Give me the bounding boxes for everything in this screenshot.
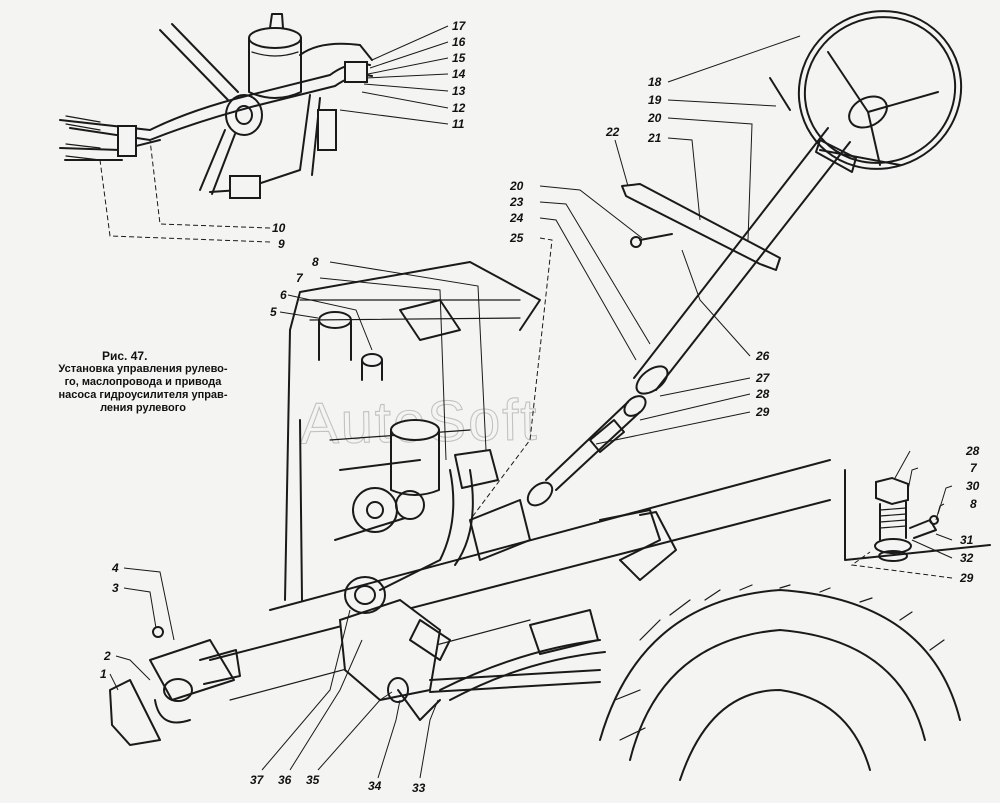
wheel-and-tire [599, 584, 961, 781]
callout-23: 23 [509, 195, 524, 209]
callout-37: 37 [250, 773, 265, 787]
callout-30: 30 [966, 479, 980, 493]
callout-19: 19 [648, 93, 662, 107]
bracket-detail [109, 626, 241, 746]
callout-35: 35 [306, 773, 320, 787]
frame-and-steering-gear [209, 459, 831, 721]
callout-20-mid: 20 [509, 179, 524, 193]
callout-29-main: 29 [755, 405, 770, 419]
leader-lines [99, 25, 953, 779]
callout-27: 27 [755, 371, 771, 385]
callout-28-detail: 28 [965, 444, 980, 458]
callout-20-top: 20 [647, 111, 662, 125]
figure-caption: Рис. 47. Установка управления рулево- го… [28, 350, 258, 415]
caption-line-1: Установка управления рулево- [58, 363, 228, 375]
callout-11: 11 [452, 117, 465, 131]
callout-6: 6 [280, 288, 287, 302]
steering-column [526, 77, 901, 507]
callout-32: 32 [960, 551, 974, 565]
callout-22: 22 [605, 125, 620, 139]
callout-1: 1 [100, 667, 107, 681]
engine [284, 261, 541, 601]
callout-12: 12 [452, 101, 466, 115]
callout-34: 34 [368, 779, 382, 793]
caption-line-4: ления рулевого [100, 402, 186, 414]
callout-25: 25 [509, 231, 524, 245]
caption-line-3: насоса гидроусилителя управ- [58, 389, 228, 401]
callout-8-main: 8 [312, 255, 319, 269]
callout-5: 5 [270, 305, 277, 319]
callout-36: 36 [278, 773, 292, 787]
callout-31: 31 [960, 533, 974, 547]
steering-wheel [797, 10, 963, 170]
callout-4: 4 [111, 561, 119, 575]
callout-21: 21 [647, 131, 662, 145]
callout-7-detail: 7 [970, 461, 978, 475]
oil-lines-inset [59, 13, 373, 199]
callout-18: 18 [648, 75, 662, 89]
callout-17: 17 [452, 19, 467, 33]
callout-24: 24 [509, 211, 524, 225]
callout-26: 26 [755, 349, 770, 363]
callout-29-detail: 29 [959, 571, 974, 585]
callout-7-main: 7 [296, 271, 304, 285]
caption-line-2: го, маслопровода и привода [64, 376, 222, 388]
callout-28-main: 28 [755, 387, 770, 401]
figure-title: Рис. 47. [102, 349, 148, 363]
callout-10: 10 [272, 221, 286, 235]
callout-15: 15 [452, 51, 466, 65]
callout-2: 2 [103, 649, 111, 663]
callout-labels: 17 16 15 14 13 12 11 10 9 18 19 20 21 22… [100, 19, 980, 795]
callout-16: 16 [452, 35, 466, 49]
callout-14: 14 [452, 67, 466, 81]
callout-3: 3 [112, 581, 119, 595]
callout-33: 33 [412, 781, 426, 795]
callout-13: 13 [452, 84, 466, 98]
bolt-detail [844, 469, 991, 562]
callout-9: 9 [278, 237, 285, 251]
callout-8-detail: 8 [970, 497, 977, 511]
